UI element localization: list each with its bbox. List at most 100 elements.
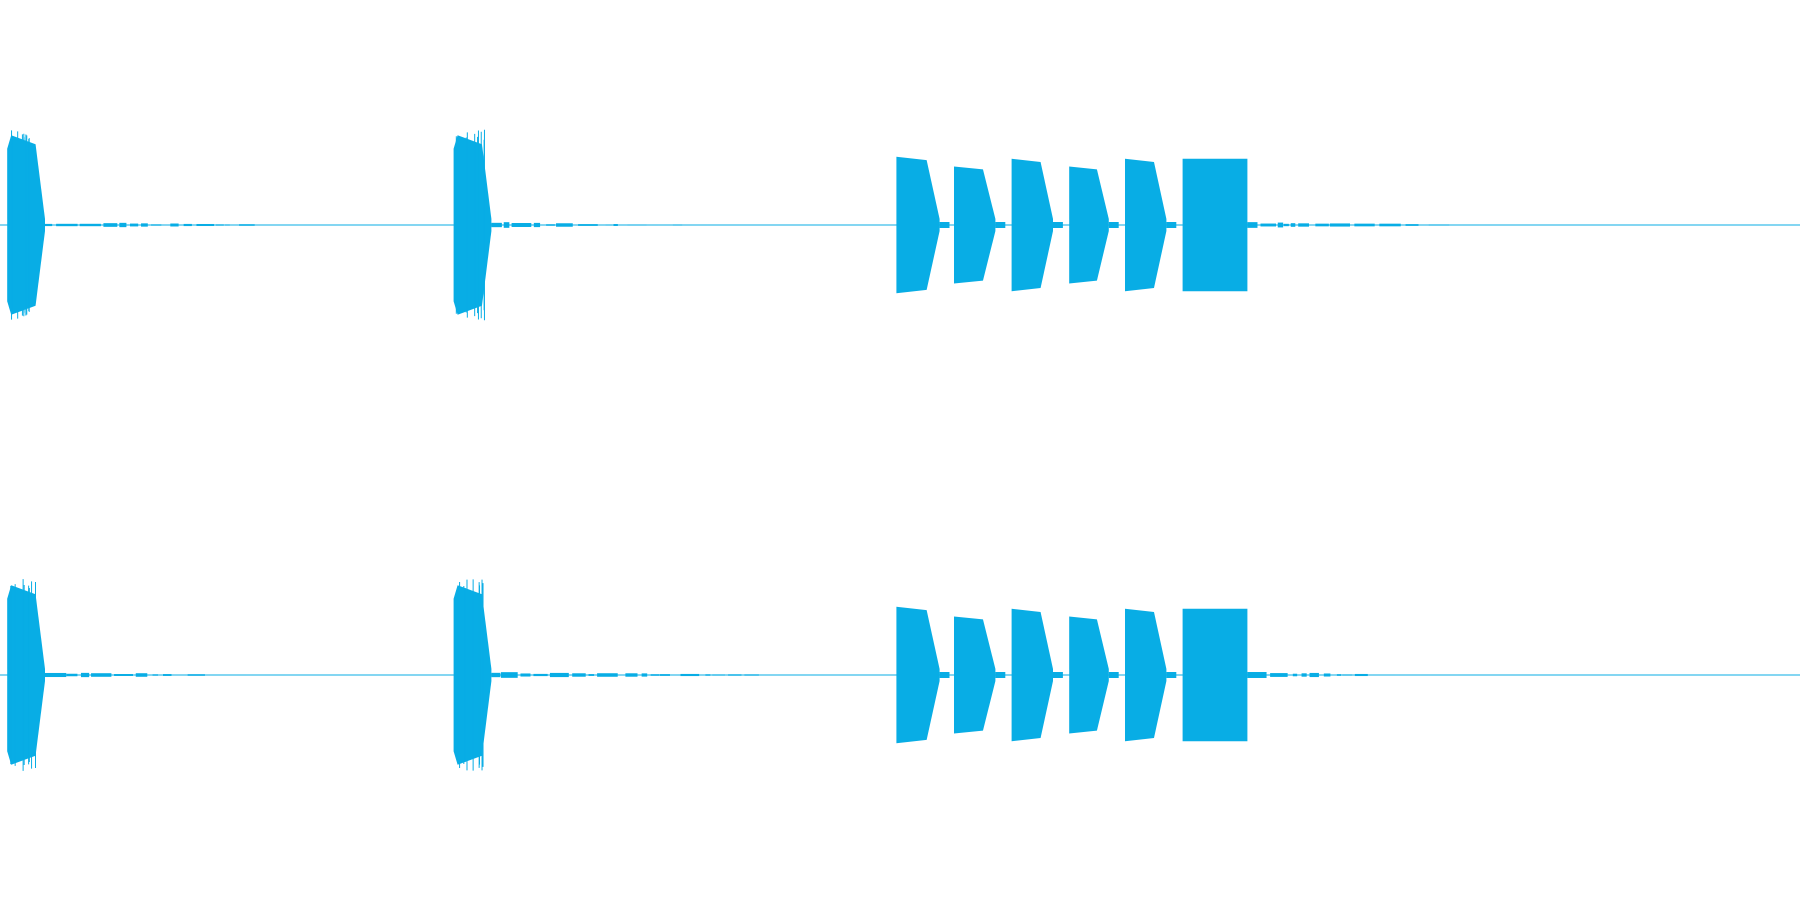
waveform-tail [1247,672,1267,678]
waveform-tail [1277,222,1284,228]
waveform-tail [625,673,638,677]
waveform-tail [1458,674,1480,676]
waveform-burst [896,156,940,294]
waveform-tail [1336,674,1342,676]
channel-1-waveform[interactable] [0,579,1800,771]
waveform-connector [939,672,950,678]
waveform-tail [705,674,711,676]
waveform-tail [176,674,187,676]
waveform-tail [578,224,598,226]
waveform-tail [91,673,112,677]
waveform-tail [66,673,78,677]
waveform-tail [680,673,700,677]
waveform-tail [237,674,246,676]
waveform-tail [1379,223,1401,227]
waveform-burst [1182,608,1248,742]
waveform-tail [1301,673,1307,677]
waveform-tail [170,223,179,227]
waveform-tail [778,674,791,676]
waveform-tail [1323,673,1331,677]
waveform-tail [708,224,722,226]
waveform-tail [215,224,224,226]
waveform-tail [811,674,824,676]
waveform-tail [839,674,859,676]
waveform-tail [135,673,148,677]
waveform-burst [1011,608,1053,742]
waveform-tail [1405,224,1419,226]
waveform-tail [701,224,707,226]
waveform-tail [800,674,807,676]
waveform-tail [119,222,127,228]
waveform-tail [652,224,658,226]
waveform-tail [511,223,532,227]
waveform-tail [130,223,139,227]
waveform-connector [1053,672,1063,678]
waveform-tail [239,224,255,226]
waveform-tail [245,674,253,676]
waveform-tail [520,673,531,677]
waveform-tail [151,224,162,226]
waveform-tail [1309,672,1319,678]
waveform-tail [503,222,510,228]
waveform-burst [1011,158,1053,292]
waveform-tail [1315,223,1329,227]
waveform-tail [1247,222,1258,228]
waveform-tail [1329,223,1350,227]
waveform-tail [259,224,272,226]
waveform-tail [1260,223,1276,227]
waveform-connector [995,672,1006,678]
waveform-tail [141,223,148,227]
waveform-connector [1053,222,1063,228]
waveform-tail [728,674,742,676]
waveform-tail [45,223,53,227]
waveform-tail [224,224,230,226]
waveform-tail [744,674,759,676]
waveform-tail [627,224,647,226]
waveform-connector [1108,222,1119,228]
waveform-tail [572,673,586,677]
waveform-burst [1125,158,1167,292]
waveform-burst [954,166,996,284]
waveform-tail [1463,224,1479,226]
waveform-tail [196,223,215,227]
waveform-tail [114,674,134,676]
waveform-tail [1298,223,1309,227]
waveform-tail [265,674,270,676]
waveform-connector [939,222,950,228]
waveform-tail [183,223,192,227]
waveform-tail [1485,224,1492,226]
waveform-tail [1421,674,1428,676]
waveform-tail [588,674,595,676]
waveform-tail [1342,674,1353,676]
waveform-tail [79,223,101,227]
waveform-tail [712,674,725,676]
waveform-tail [641,673,648,677]
channel-0-waveform[interactable] [0,129,1800,321]
waveform-tail [152,674,159,676]
waveform-tail [533,673,548,677]
waveform-tail [613,224,618,226]
waveform-connector [995,222,1006,228]
waveform-tail [1428,224,1450,226]
waveform-tail [1406,674,1417,676]
waveform-tail [500,672,518,678]
waveform-tail [296,674,310,676]
waveform-tail [556,223,573,227]
waveform-tail [1283,223,1289,227]
waveform-tail [1399,674,1405,676]
waveform-tail [274,674,285,676]
waveform-tail [597,673,618,677]
waveform-connector [1166,672,1177,678]
waveform-tail [162,674,172,676]
waveform-tail [765,674,772,676]
waveform-tail [56,223,78,227]
waveform-burst [1069,166,1109,284]
waveform-tail [1431,674,1451,676]
waveform-tail [672,224,683,226]
waveform-tail [211,674,232,676]
waveform-tail [605,224,613,226]
waveform-tail [659,674,670,676]
waveform-tail [549,672,569,678]
